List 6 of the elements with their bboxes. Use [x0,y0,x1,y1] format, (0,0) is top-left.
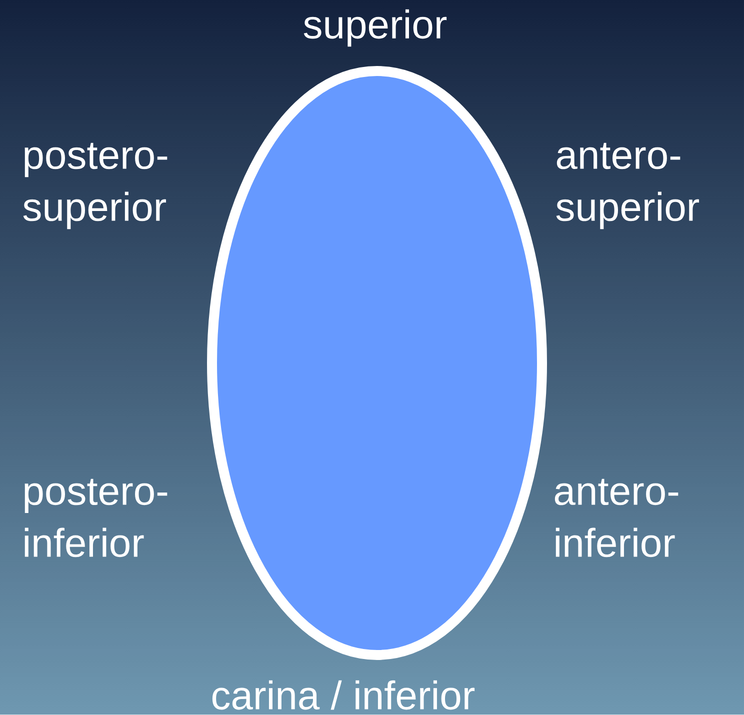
label: antero-superior [556,142,700,230]
label: postero-inferior [24,478,168,558]
label: superior [304,9,447,47]
label: antero-inferior [554,478,678,558]
label: postero-superior [23,142,168,230]
label: carina / inferior [212,680,475,710]
